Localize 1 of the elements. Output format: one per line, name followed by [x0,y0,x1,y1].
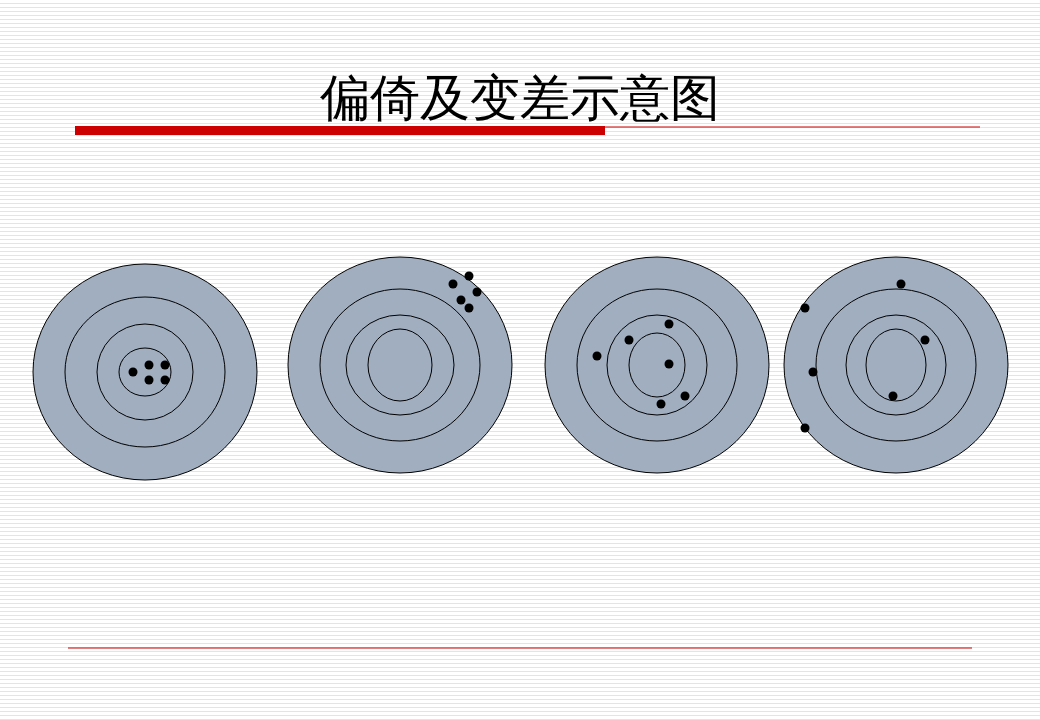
slide-title: 偏倚及变差示意图 [320,69,720,127]
